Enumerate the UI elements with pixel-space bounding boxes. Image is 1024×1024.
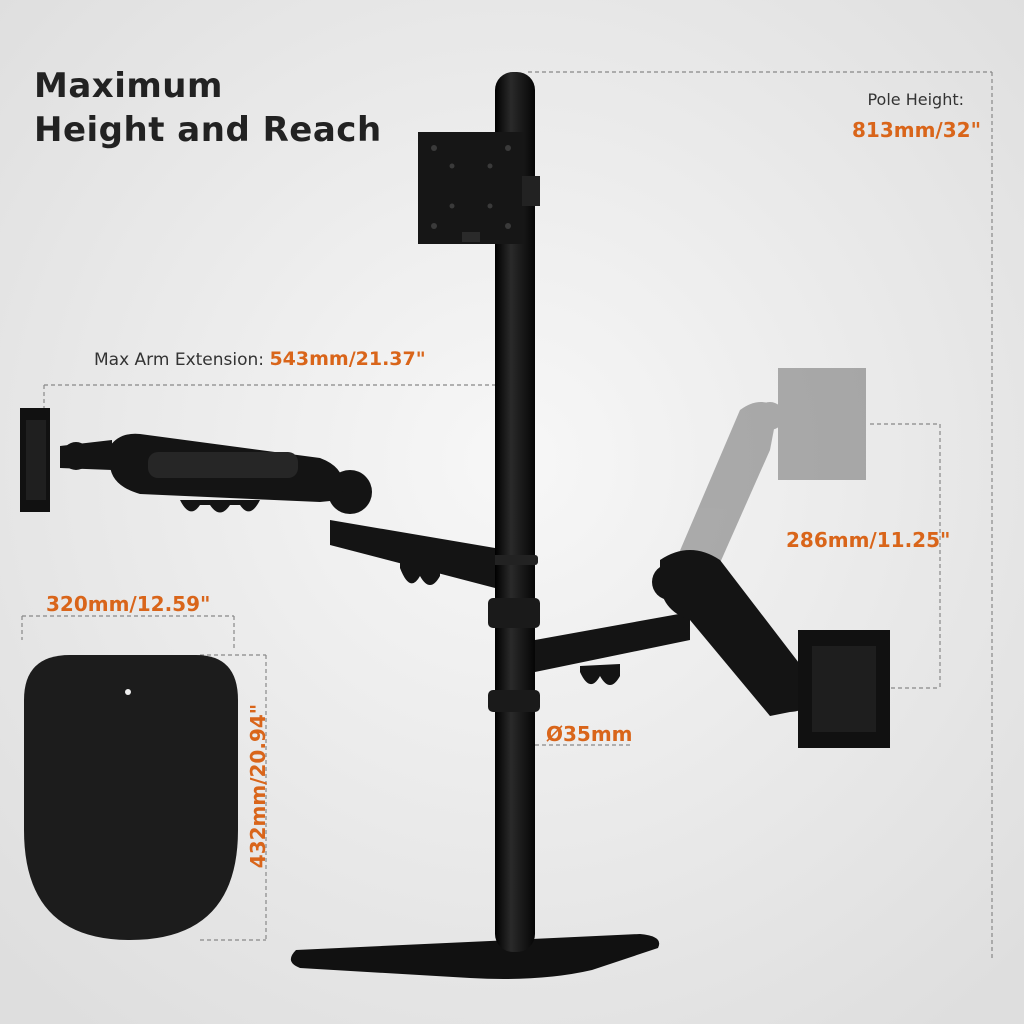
top-vesa-plate bbox=[418, 132, 540, 244]
pole-height-value: 813mm/32" bbox=[852, 118, 981, 142]
arm-extension: Max Arm Extension: 543mm/21.37" bbox=[94, 348, 426, 370]
base-depth-value: 432mm/20.94" bbox=[246, 703, 270, 869]
vertical-travel-value: 286mm/11.25" bbox=[786, 528, 951, 552]
page-title: Maximum Height and Reach bbox=[34, 64, 382, 152]
base-plate bbox=[24, 655, 238, 940]
left-arm bbox=[20, 408, 495, 588]
pole-diameter-value: Ø35mm bbox=[546, 722, 633, 746]
arm-extension-value: 543mm/21.37" bbox=[269, 348, 426, 370]
floor-base bbox=[290, 934, 660, 979]
pole-height-label: Pole Height: bbox=[867, 90, 964, 109]
title-line-2: Height and Reach bbox=[34, 110, 382, 150]
right-arm-ghost bbox=[676, 368, 866, 590]
right-arm bbox=[535, 550, 890, 748]
pole bbox=[495, 72, 535, 952]
base-width-value: 320mm/12.59" bbox=[46, 592, 211, 616]
dimension-lines bbox=[21, 71, 993, 960]
arm-extension-label: Max Arm Extension: bbox=[94, 350, 265, 370]
title-line-1: Maximum bbox=[34, 66, 223, 106]
